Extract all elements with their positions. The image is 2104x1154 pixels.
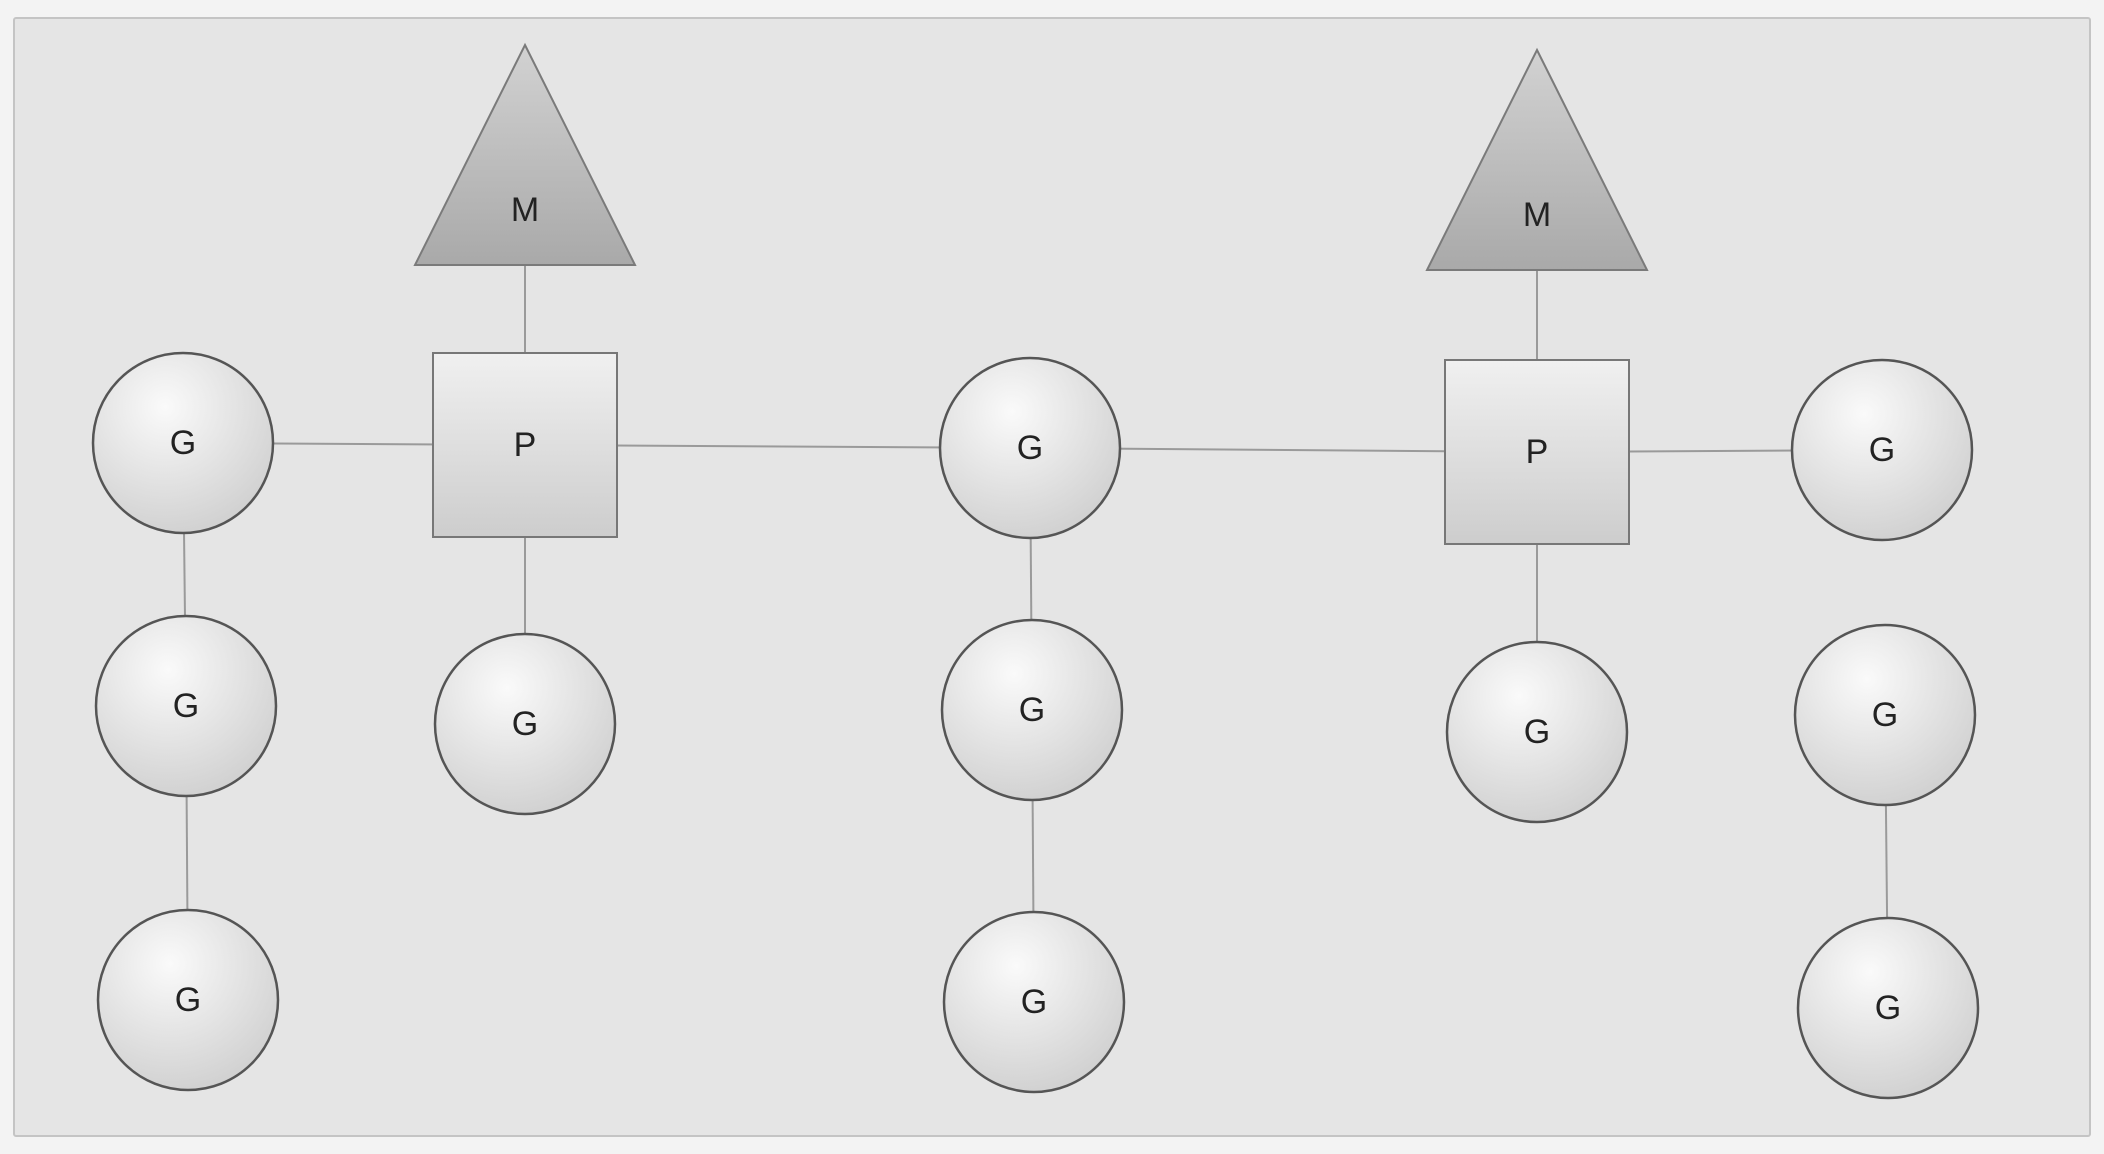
processor-square [432,352,618,538]
goroutine-circle [1796,916,1980,1100]
goroutine-circle [938,356,1122,540]
goroutine-circle [942,910,1126,1094]
goroutine-circle [940,618,1124,802]
node-g9: G [1790,358,1974,542]
goroutine-circle [91,351,275,535]
node-label: G [1872,696,1898,734]
node-g1: G [91,351,275,535]
machine-triangle [1425,47,1649,271]
node-m1: M [413,42,637,266]
node-g10: G [1793,623,1977,807]
node-p2: P [1444,359,1630,545]
node-g5: G [938,356,1122,540]
node-label: G [1524,713,1550,751]
goroutine-circle [1445,640,1629,824]
node-g11: G [1796,916,1980,1100]
node-label: G [1017,429,1043,467]
node-g7: G [942,910,1126,1094]
goroutine-circle [96,908,280,1092]
goroutine-circle [94,614,278,798]
node-m2: M [1425,47,1649,271]
node-p1: P [432,352,618,538]
diagram-panel [13,17,2091,1137]
node-label: P [1526,433,1549,471]
node-label: G [1869,431,1895,469]
goroutine-circle [433,632,617,816]
node-label: M [1523,196,1551,234]
nodes-layer: M P G G G G G G G M P G G G G [91,42,1980,1100]
node-g6: G [940,618,1124,802]
node-label: P [514,426,537,464]
node-g4: G [433,632,617,816]
node-label: M [511,191,539,229]
node-g3: G [96,908,280,1092]
goroutine-circle [1793,623,1977,807]
node-g2: G [94,614,278,798]
node-label: G [512,705,538,743]
node-label: G [1875,989,1901,1027]
goroutine-circle [1790,358,1974,542]
node-label: G [1019,691,1045,729]
machine-triangle [413,42,637,266]
node-g8: G [1445,640,1629,824]
node-label: G [1021,983,1047,1021]
node-label: G [170,424,196,462]
node-label: G [173,687,199,725]
processor-square [1444,359,1630,545]
node-label: G [175,981,201,1019]
